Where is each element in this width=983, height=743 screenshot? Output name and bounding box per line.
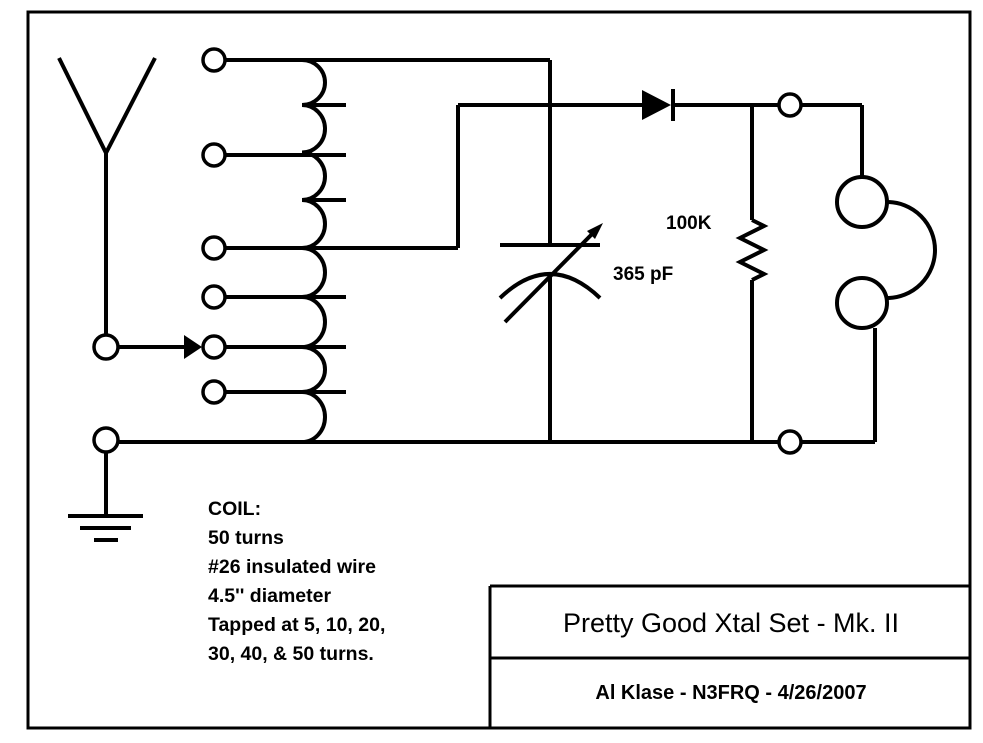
terminals xyxy=(92,47,803,455)
author-credit: Al Klase - N3FRQ - 4/26/2007 xyxy=(595,681,867,704)
tapped-coil-inductor xyxy=(301,58,327,444)
terminal-antenna xyxy=(92,333,120,361)
coil-notes: COIL: 50 turns #26 insulated wire 4.5'' … xyxy=(208,495,385,669)
coil-note-line: 30, 40, & 50 turns. xyxy=(208,643,374,665)
headphones-icon xyxy=(802,103,937,442)
terminal-tap-20 xyxy=(201,284,227,310)
coil-note-line: Tapped at 5, 10, 20, xyxy=(208,614,386,636)
coil-note-line: #26 insulated wire xyxy=(208,556,376,578)
terminal-coil-top xyxy=(201,47,227,73)
antenna-icon xyxy=(57,57,157,335)
tap-selector-link xyxy=(118,335,202,359)
title-block-frame xyxy=(488,584,970,728)
diagram-title: Pretty Good Xtal Set - Mk. II xyxy=(562,607,900,638)
terminal-headphone-top xyxy=(777,92,803,118)
page-border xyxy=(26,10,972,730)
ground-icon xyxy=(68,452,143,542)
terminal-headphone-bottom xyxy=(777,429,803,455)
terminal-ground xyxy=(92,426,120,454)
terminal-tap-40 xyxy=(201,379,227,405)
resistor-icon xyxy=(735,105,769,442)
coil-note-line: COIL: xyxy=(208,498,262,520)
terminal-tap-5 xyxy=(201,142,227,168)
resistor-label: 100K xyxy=(666,213,712,234)
variable-capacitor-icon xyxy=(498,223,603,324)
coil-note-line: 4.5'' diameter xyxy=(208,585,332,607)
coil-note-line: 50 turns xyxy=(208,527,284,549)
terminal-tap-30 xyxy=(201,334,227,360)
capacitor-label: 365 pF xyxy=(613,264,673,285)
detector-wiring xyxy=(456,103,778,248)
coil-tap-wires xyxy=(226,58,550,394)
diode-icon xyxy=(642,89,675,121)
terminal-tap-10 xyxy=(201,235,227,261)
